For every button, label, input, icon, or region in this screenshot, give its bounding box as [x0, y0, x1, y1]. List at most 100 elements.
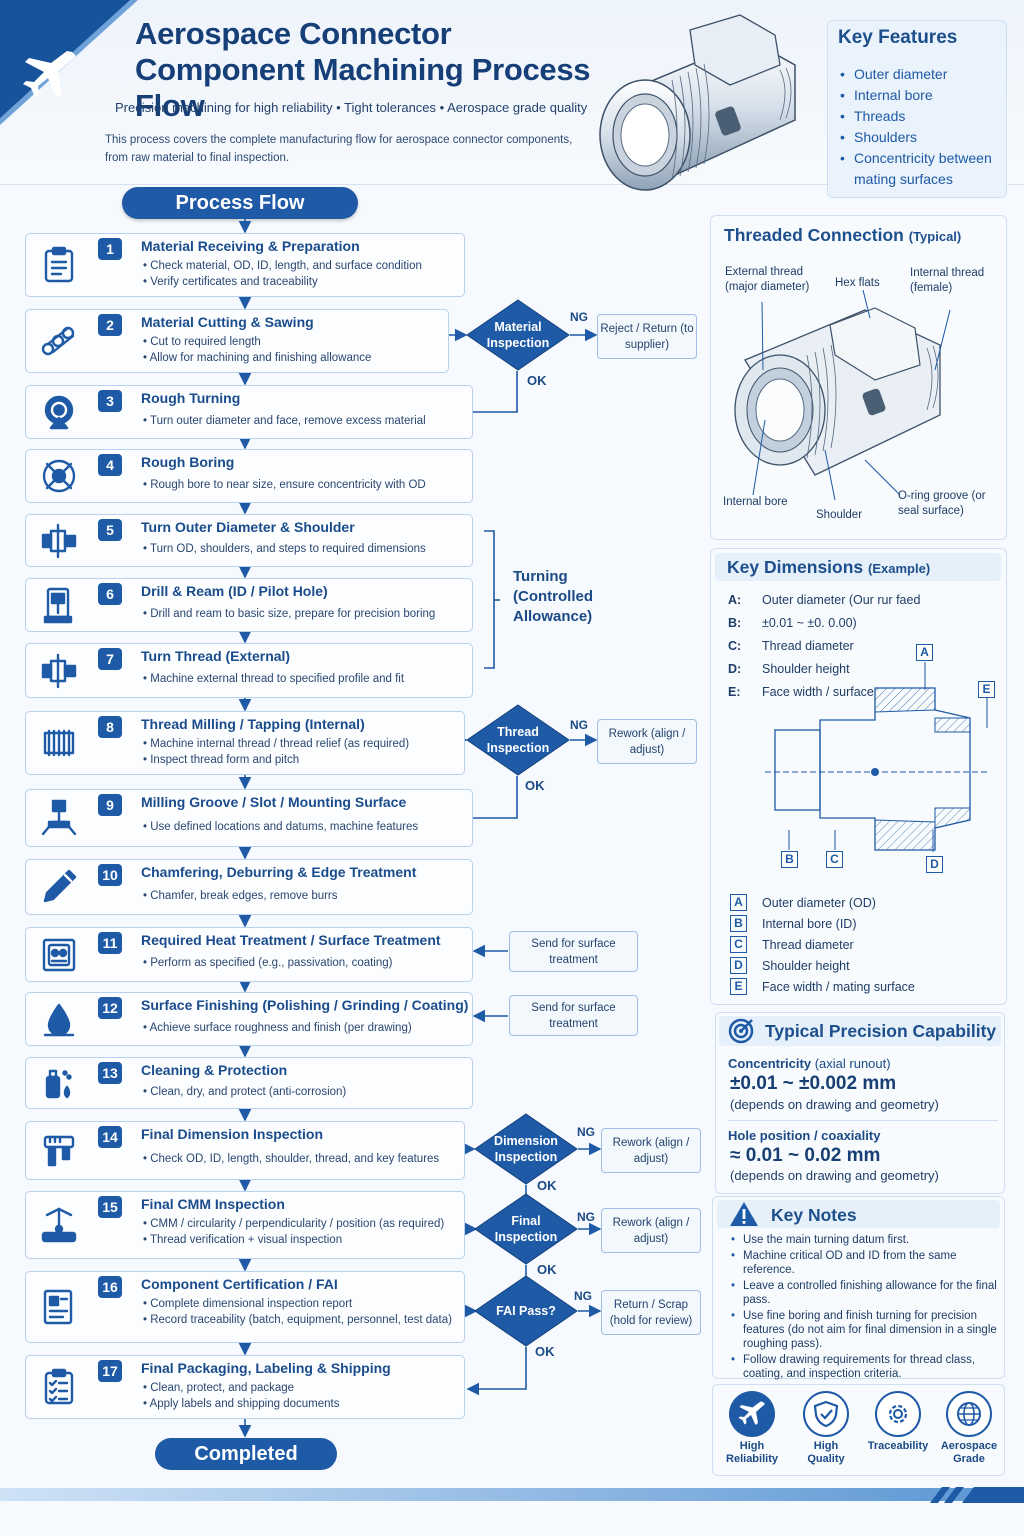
step-bullet: Perform as specified (e.g., passivation,…: [143, 957, 392, 969]
dimension-row: C:Thread diameter: [728, 639, 854, 653]
airplane-icon: [738, 1401, 765, 1425]
ng-action-box: Rework (align / adjust): [597, 719, 697, 764]
surface-treatment-box: Send for surface treatment: [509, 931, 638, 972]
process-step: [25, 449, 473, 503]
step-number: 2: [98, 314, 122, 336]
ng-label: NG: [574, 1289, 592, 1303]
callout-oring-groove: O-ring groove (or seal surface): [898, 490, 986, 517]
step-number: 17: [98, 1360, 122, 1382]
step-bullet: Machine internal thread / thread relief …: [143, 738, 409, 750]
page-subtitle: Precision machining for high reliability…: [115, 100, 588, 115]
step-bullet: Turn outer diameter and face, remove exc…: [143, 415, 426, 427]
step-title: Turn Outer Diameter & Shoulder: [141, 519, 355, 535]
step-bullet: CMM / circularity / perpendicularity / p…: [143, 1218, 444, 1230]
drop-icon: [33, 998, 85, 1040]
globe-icon: [957, 1402, 981, 1426]
disc-icon: [33, 391, 85, 433]
decision-diamond: [474, 1113, 578, 1185]
key-notes-title: Key Notes: [771, 1205, 857, 1225]
footer-stripes: [930, 1487, 1024, 1503]
diagram-letter-b: B: [781, 851, 798, 868]
spray-icon: [33, 1063, 85, 1103]
ok-label: OK: [537, 1262, 557, 1277]
decision-diamond: [474, 1275, 578, 1347]
step-bullet: Complete dimensional inspection report: [143, 1298, 352, 1310]
step-number: 13: [98, 1062, 122, 1084]
note-item: Follow drawing requirements for thread c…: [729, 1353, 997, 1381]
fitting-icon: [33, 649, 85, 692]
shield-icon: [813, 1400, 839, 1428]
decision-label: FAI Pass?: [496, 1304, 556, 1318]
precision-title: Typical Precision Capability: [765, 1021, 997, 1041]
key-features-list: Outer diameter Internal bore Threads Sho…: [840, 64, 1005, 190]
badge-label: Aerospace Grade: [940, 1440, 998, 1465]
step-number: 4: [98, 454, 122, 476]
step-title: Cleaning & Protection: [141, 1062, 288, 1078]
step-number: 5: [98, 519, 122, 541]
footer-bar: [0, 1488, 1024, 1501]
step-number: 6: [98, 583, 122, 605]
step-number: 14: [98, 1126, 122, 1148]
concentricity-note: (depends on drawing and geometry): [730, 1097, 939, 1112]
ok-label: OK: [527, 373, 547, 388]
completed-pill: Completed: [155, 1438, 337, 1470]
bore-icon: [33, 455, 85, 497]
threaded-connection-title: Threaded Connection (Typical): [724, 225, 962, 245]
diagram-letter-d: D: [926, 856, 943, 873]
clipboard-icon: [33, 239, 85, 291]
dimension-row: A:Outer diameter (Our rur faed: [728, 593, 921, 607]
fitting-icon: [33, 520, 85, 561]
drill-icon: [33, 584, 85, 626]
badge-aerospace: [946, 1391, 992, 1437]
key-dimensions-header-bg: [715, 553, 1001, 581]
step-number: 9: [98, 794, 122, 816]
step-title: Turn Thread (External): [141, 648, 291, 664]
step-number: 10: [98, 864, 122, 886]
badge-reliability: [729, 1391, 775, 1437]
step-bullet: Use defined locations and datums, machin…: [143, 821, 418, 833]
step-title: Material Cutting & Sawing: [141, 314, 314, 330]
diagram-letter-c: C: [826, 851, 843, 868]
divider: [728, 1120, 998, 1121]
step-title: Drill & Ream (ID / Pilot Hole): [141, 583, 328, 599]
process-flow-title: Process Flow: [122, 187, 358, 219]
page-title: Aerospace Connector Component Machining …: [135, 16, 591, 123]
step-number: 15: [98, 1196, 122, 1218]
step-title: Surface Finishing (Polishing / Grinding …: [141, 997, 469, 1013]
callout-internal-thread: Internal thread (female): [910, 267, 985, 294]
step-bullet: Check OD, ID, length, shoulder, thread, …: [143, 1153, 439, 1165]
key-notes-header-bg: [717, 1200, 1000, 1228]
ng-label: NG: [577, 1210, 595, 1224]
step-title: Milling Groove / Slot / Mounting Surface: [141, 794, 407, 810]
key-dimensions-list: A:Outer diameter (Our rur faed B:±0.01 ~…: [728, 593, 928, 708]
step-number: 12: [98, 997, 122, 1019]
note-item: Use the main turning datum first.: [729, 1233, 997, 1247]
doc-icon: [33, 1277, 85, 1337]
feature-item: Threads: [840, 106, 1005, 127]
hole-position-label: Hole position / coaxiality: [728, 1128, 881, 1143]
step-title: Final Packaging, Labeling & Shipping: [141, 1360, 391, 1376]
ng-action-box: Rework (align / adjust): [601, 1128, 701, 1173]
step-number: 8: [98, 716, 122, 738]
step-number: 16: [98, 1276, 122, 1298]
airplane-icon: [23, 51, 76, 98]
gauge-icon: [33, 1127, 85, 1174]
decision-diamond: [466, 704, 570, 776]
ng-label: NG: [570, 718, 588, 732]
coil-icon: [33, 717, 85, 769]
decision-label: Final Inspection: [494, 1214, 558, 1244]
threaded-connection-drawing: [734, 290, 951, 501]
ng-action-box: Reject / Return (to supplier): [597, 314, 697, 359]
cmm-icon: [33, 1197, 85, 1253]
note-item: Leave a controlled finishing allowance f…: [729, 1279, 997, 1307]
step-title: Rough Boring: [141, 454, 235, 470]
badge-label: High Quality: [807, 1440, 845, 1465]
step-number: 11: [98, 932, 122, 954]
step-title: Component Certification / FAI: [141, 1276, 338, 1292]
ng-action-box: Rework (align / adjust): [601, 1208, 701, 1253]
step-bullet: Verify certificates and traceability: [143, 276, 317, 288]
